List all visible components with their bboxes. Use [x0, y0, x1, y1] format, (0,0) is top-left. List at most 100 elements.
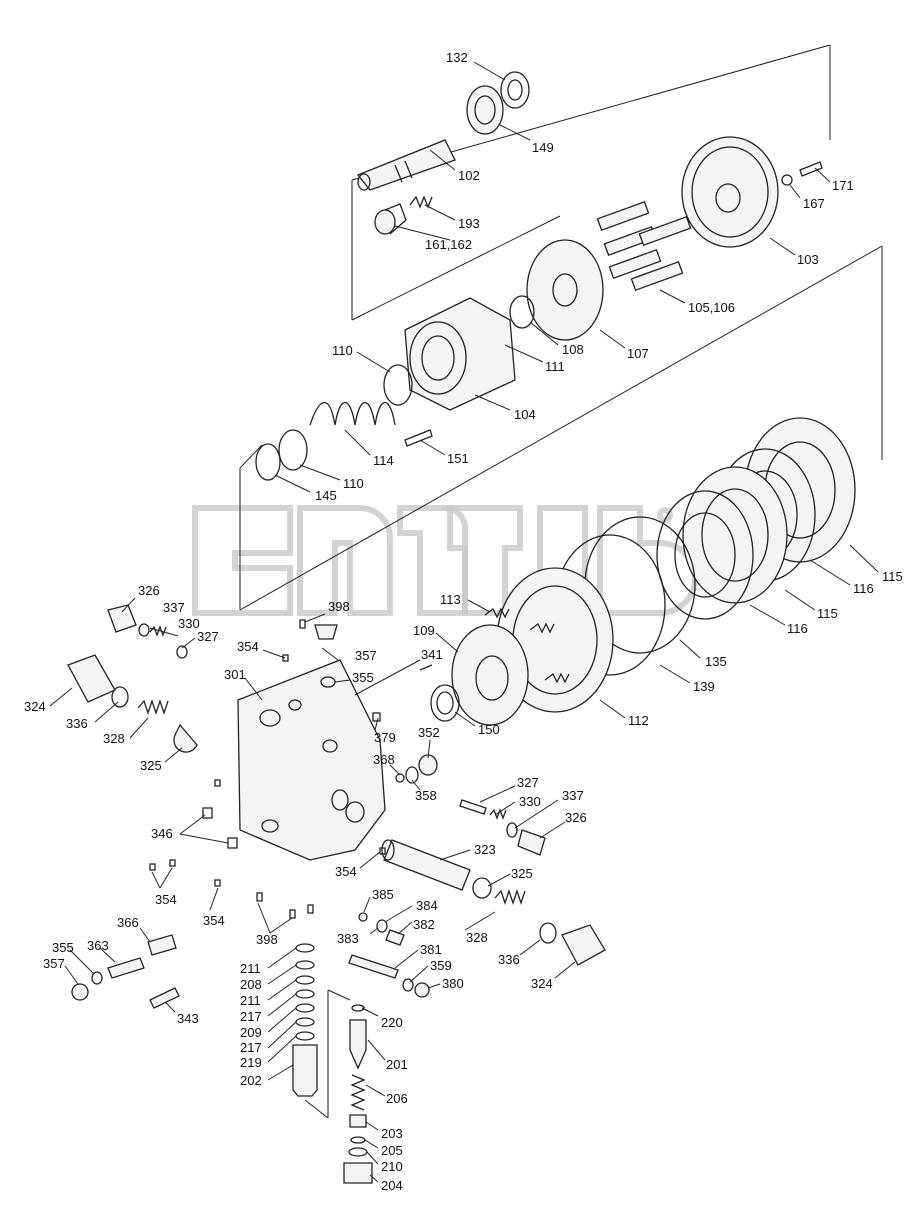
pin-167-171	[781, 161, 823, 186]
valve-housing-301	[237, 659, 386, 861]
bushing-161-162	[374, 203, 407, 235]
label-330-right: 330	[519, 794, 541, 809]
springs-113	[484, 607, 570, 684]
label-161-162: 161,162	[425, 237, 472, 252]
bolt-343	[149, 987, 180, 1009]
oring-337-right	[506, 822, 518, 838]
label-337-right: 337	[562, 788, 584, 803]
label-359: 359	[430, 958, 452, 973]
plugs-354	[149, 654, 386, 887]
label-355-bottom: 355	[52, 940, 74, 955]
label-368: 368	[373, 752, 395, 767]
seal-150	[430, 684, 460, 722]
ring-108	[509, 295, 535, 329]
spool-363	[107, 957, 145, 979]
ball-385	[358, 912, 368, 922]
label-327-right: 327	[517, 775, 539, 790]
label-363: 363	[87, 938, 109, 953]
label-210: 210	[381, 1159, 403, 1174]
plug-357-top	[314, 624, 338, 640]
label-149: 149	[532, 140, 554, 155]
plug-324-right	[561, 924, 606, 966]
label-346: 346	[151, 826, 173, 841]
label-193: 193	[458, 216, 480, 231]
plug-324-left	[67, 654, 116, 703]
label-343: 343	[177, 1011, 199, 1026]
spring-114	[309, 402, 396, 426]
label-211-a: 211	[240, 961, 261, 976]
oring-336-right	[539, 922, 557, 944]
plug-326-top	[107, 604, 137, 633]
label-355-top: 355	[352, 670, 374, 685]
label-150: 150	[478, 722, 500, 737]
plate-107	[526, 239, 604, 341]
label-107: 107	[627, 346, 649, 361]
label-205: 205	[381, 1143, 403, 1158]
label-115-right: 115	[882, 569, 903, 584]
label-116-mid: 116	[787, 621, 808, 636]
label-336-left: 336	[66, 716, 88, 731]
bearing-132	[500, 71, 530, 109]
label-112: 112	[628, 713, 649, 728]
plug-379	[372, 712, 381, 722]
label-209: 209	[240, 1025, 262, 1040]
label-219: 219	[240, 1055, 262, 1070]
label-151: 151	[447, 451, 469, 466]
label-379: 379	[374, 730, 396, 745]
oring-359	[402, 978, 414, 992]
spring-193	[409, 195, 433, 209]
pin-341	[419, 664, 433, 671]
label-354-c: 354	[155, 892, 177, 907]
oring-355-bottom	[91, 971, 103, 985]
label-354-d: 354	[203, 913, 225, 928]
plug-380	[414, 982, 430, 998]
label-105-106: 105,106	[688, 300, 735, 315]
label-398-bottom: 398	[256, 932, 278, 947]
spring-328-left	[137, 698, 169, 716]
plug-366	[147, 934, 177, 956]
label-113: 113	[440, 592, 461, 607]
label-354-b: 354	[335, 864, 357, 879]
label-328-right: 328	[466, 930, 488, 945]
spool-381	[348, 954, 399, 979]
label-114: 114	[373, 453, 394, 468]
snap-ring-145	[255, 443, 281, 481]
label-385: 385	[372, 887, 394, 902]
ring-110-upper	[383, 364, 413, 406]
label-102: 102	[458, 168, 480, 183]
valve-stack-right	[343, 1004, 373, 1184]
label-217-a: 217	[240, 1009, 262, 1024]
spring-328-right	[494, 888, 526, 906]
cylinder-block-104	[404, 297, 516, 411]
pistons-105-106	[596, 200, 692, 292]
valve-325-right	[472, 877, 492, 899]
oring-358	[405, 766, 419, 784]
label-383: 383	[337, 931, 359, 946]
label-326-right: 326	[565, 810, 587, 825]
label-104: 104	[514, 407, 536, 422]
spring-330-top	[149, 625, 167, 637]
label-398-top: 398	[328, 599, 350, 614]
label-135: 135	[705, 654, 727, 669]
label-203: 203	[381, 1126, 403, 1141]
label-202: 202	[240, 1073, 262, 1088]
assembly-frame-lower	[304, 989, 351, 1119]
label-132: 132	[446, 50, 468, 65]
label-323: 323	[474, 842, 496, 857]
label-330-top: 330	[178, 616, 200, 631]
label-301: 301	[224, 667, 246, 682]
plugs-398	[256, 619, 314, 919]
label-115-mid: 115	[817, 606, 838, 621]
plate-109	[451, 624, 529, 726]
oring-336-left	[111, 686, 129, 708]
label-326-top: 326	[138, 583, 160, 598]
label-206: 206	[386, 1091, 408, 1106]
valve-325-left	[173, 723, 198, 753]
label-324-left: 324	[24, 699, 46, 714]
label-337-top: 337	[163, 600, 185, 615]
label-328-left: 328	[103, 731, 125, 746]
separator-116-mid	[656, 490, 754, 620]
bearing-149	[466, 85, 504, 135]
label-110-lower: 110	[343, 476, 364, 491]
cover-103	[681, 136, 779, 248]
